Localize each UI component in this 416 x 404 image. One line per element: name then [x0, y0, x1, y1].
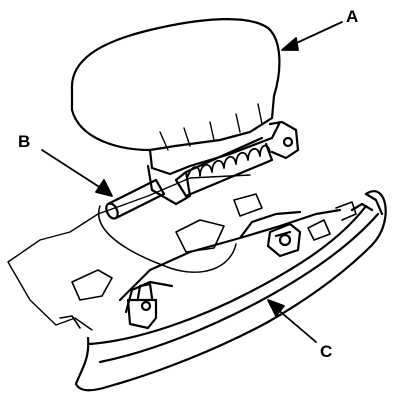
housing-bezel-inner: [88, 204, 380, 364]
leader-lines: [41, 21, 343, 343]
handle-assembly: [70, 18, 300, 206]
housing-foot: [59, 269, 113, 329]
arrowhead-a: [281, 37, 299, 51]
pin-body: [106, 178, 166, 220]
catch-hole: [278, 233, 292, 247]
latch-housing: [7, 174, 387, 392]
leader-b: [41, 149, 105, 191]
pin: [105, 178, 166, 220]
callout-label-c: C: [320, 342, 333, 361]
arrowhead-b: [95, 179, 113, 197]
housing-pivot-post: [126, 282, 158, 330]
arrowhead-c: [267, 299, 285, 317]
housing-cable: [97, 205, 237, 273]
handle-bracket-right: [268, 120, 300, 160]
housing-end-cap: [350, 192, 384, 216]
callout-label-b: B: [18, 132, 31, 151]
leader-a: [289, 21, 343, 47]
handle-underside: [148, 120, 282, 176]
spring-coil: [187, 144, 271, 177]
housing-ribs: [175, 193, 357, 253]
pin-end: [105, 202, 119, 220]
pivot-hole: [140, 300, 152, 312]
housing-bezel-outer: [74, 190, 387, 392]
leader-c: [275, 307, 317, 343]
handle-ribs: [159, 103, 263, 151]
housing-catch: [266, 222, 302, 258]
bracket-hole: [282, 136, 294, 148]
handle-shell: [70, 18, 281, 152]
callout-label-a: A: [346, 7, 359, 26]
